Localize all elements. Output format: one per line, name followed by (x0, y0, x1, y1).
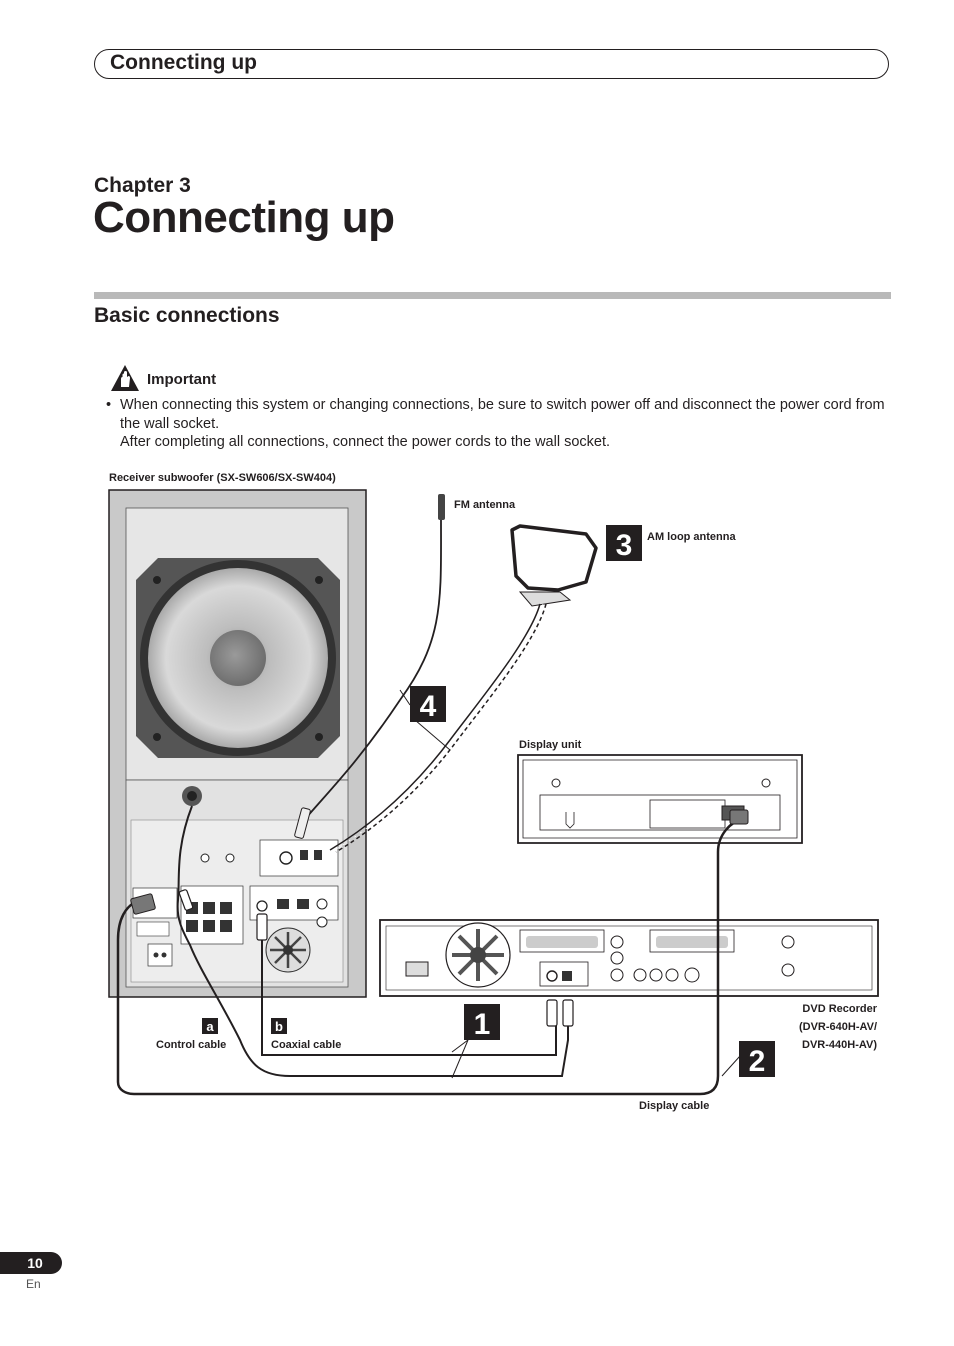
dvd-recorder-label-3: DVR-440H-AV) (802, 1039, 877, 1051)
chapter-label: Chapter 3 (94, 174, 191, 197)
coaxial-cable-line (176, 805, 569, 1077)
bullet-dot: • (106, 397, 112, 413)
am-loop-antenna-label: AM loop antenna (647, 531, 736, 543)
display-cable-label: Display cable (639, 1100, 709, 1112)
step-badge-1: 1 (464, 1004, 500, 1041)
step-badge-3-text: 3 (616, 529, 633, 562)
marker-b: b (271, 1018, 287, 1034)
receiver-label: Receiver subwoofer (SX-SW606/SX-SW404) (109, 472, 336, 484)
chapter-title: Connecting up (93, 193, 395, 242)
dvd-recorder-label-2: (DVR-640H-AV/ (799, 1021, 877, 1033)
step-badge-2: 2 (739, 1041, 775, 1078)
important-line-2: After completing all connections, connec… (120, 434, 611, 450)
dvd-recorder (379, 919, 879, 997)
coaxial-cable-inner (261, 920, 557, 1056)
display-unit-label: Display unit (519, 739, 582, 751)
control-cable-label: Control cable (156, 1039, 226, 1051)
leader-lines (399, 689, 741, 1079)
fm-antenna-label: FM antenna (454, 499, 516, 511)
section-tab-label: Connecting up (110, 51, 257, 74)
section-tab: Connecting up (94, 49, 889, 79)
display-cable-line (116, 816, 745, 1096)
section-heading: Basic connections (94, 304, 280, 327)
step-badge-1-text: 1 (474, 1008, 491, 1041)
receiver-subwoofer (108, 489, 367, 998)
step-badge-2-text: 2 (749, 1045, 766, 1078)
step-badge-4-text: 4 (420, 690, 437, 723)
section-rule (94, 292, 891, 299)
fm-antenna (294, 494, 445, 839)
page-number: 10 (0, 1252, 62, 1274)
marker-a-text: a (206, 1019, 214, 1034)
step-badge-3: 3 (606, 525, 642, 562)
marker-b-text: b (275, 1019, 283, 1034)
step-badge-4: 4 (410, 686, 446, 723)
warning-icon (111, 365, 139, 391)
important-line-1: When connecting this system or changing … (120, 397, 885, 432)
cables (116, 805, 749, 1096)
dvd-recorder-label-1: DVD Recorder (802, 1003, 877, 1015)
display-unit (517, 754, 803, 844)
marker-a: a (202, 1018, 218, 1034)
page-language: En (26, 1277, 41, 1291)
important-label: Important (147, 371, 217, 388)
coaxial-cable-label: Coaxial cable (271, 1039, 341, 1051)
am-loop-antenna (329, 524, 598, 853)
